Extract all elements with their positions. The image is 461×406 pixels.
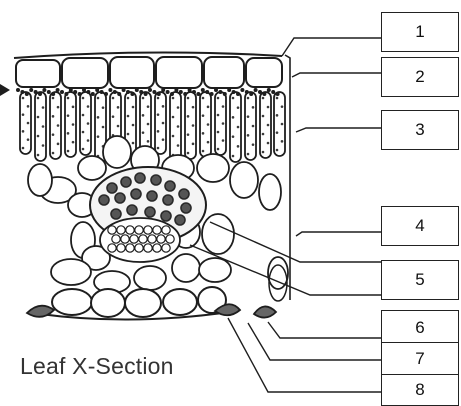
label-box-5: 5 bbox=[381, 260, 459, 300]
lower-epidermis bbox=[52, 287, 226, 317]
label-box-8: 8 bbox=[381, 374, 459, 406]
label-box-4: 4 bbox=[381, 206, 459, 246]
label-box-7: 7 bbox=[381, 342, 459, 376]
upper-epidermis bbox=[16, 57, 282, 88]
label-box-1: 1 bbox=[381, 12, 459, 52]
arrow-right-icon bbox=[0, 84, 10, 96]
label-box-3: 3 bbox=[381, 110, 459, 150]
label-box-2: 2 bbox=[381, 57, 459, 97]
diagram-caption: Leaf X-Section bbox=[20, 353, 174, 380]
label-box-6: 6 bbox=[381, 310, 459, 346]
